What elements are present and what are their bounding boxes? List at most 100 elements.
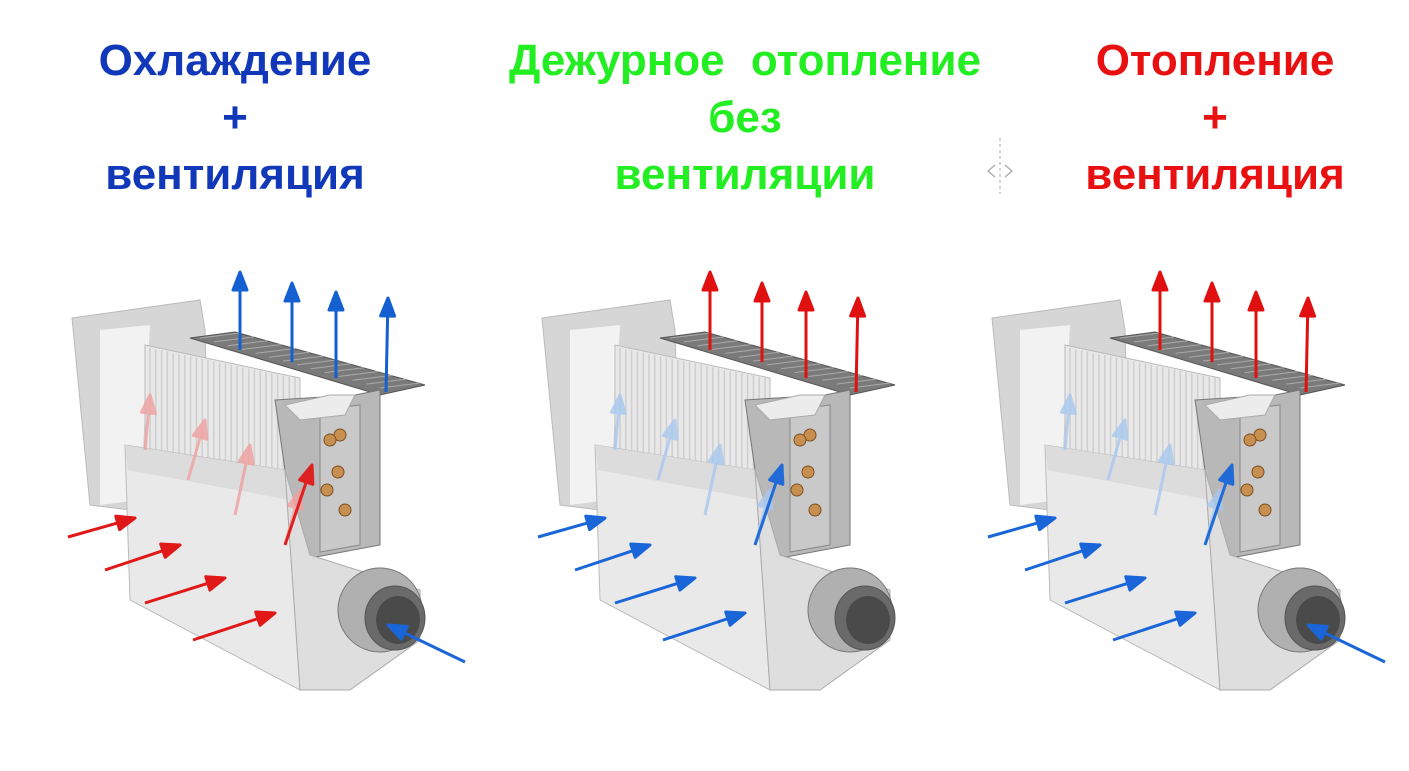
cover-cutaway [284,394,356,421]
title-line: Отопление [1095,36,1335,85]
cover-cutaway [1204,394,1276,421]
body-ledge [125,445,290,500]
title-line: без [708,93,782,142]
exchanger-airflow-arrow [1203,463,1235,546]
title-line: вентиляция [105,150,365,199]
grille-slat [324,367,365,374]
exchanger-end-plate [789,404,831,553]
grille-slat [1216,359,1257,366]
pipe-fitting [1258,503,1272,517]
convector-unit [537,270,896,691]
panel-title-standby-heating: Дежурное отопление без вентиляции [480,32,1010,203]
pipe-fitting [320,483,334,497]
grille-slat [780,363,821,370]
title-line: Дежурное отопление [508,36,982,85]
title-line: Охлаждение [98,36,372,85]
title-line: + [1202,93,1228,142]
convector-unit [987,270,1386,691]
grille-slat [1147,340,1188,347]
pipe-fitting [1240,483,1254,497]
body-ledge [1045,445,1210,500]
panel-title-cooling: Охлаждение + вентиляция [60,32,410,203]
grille-slat [711,344,752,351]
outflow-arrow [701,270,719,350]
inner-airflow-arrow [609,393,627,451]
outflow-arrow [379,296,397,393]
grille-slat [213,336,254,343]
panel-title-heating: Отопление + вентиляция [1050,32,1380,203]
inner-airflow-arrow [186,418,209,481]
grille-slat [808,370,849,377]
grille-slat [241,344,282,351]
title-line: вентиляции [614,150,876,199]
duct-inflow-arrow [1306,623,1386,664]
grille-slat [697,340,738,347]
exchanger-airflow-arrow [753,463,785,546]
outflow-arrow [1299,296,1317,393]
pipe-fitting [793,433,807,447]
outflow-arrow [1203,281,1221,362]
outflow-arrow [231,270,249,350]
grille-slat [1244,367,1285,374]
outflow-arrow [1151,270,1169,350]
grille-slat [725,347,766,354]
pipe-fitting [338,503,352,517]
grille-slat [1175,347,1216,354]
grille-slat [199,332,241,339]
inflow-arrow [192,610,277,642]
outflow-arrow [283,281,301,362]
cover-cutaway [754,394,826,421]
inflow-arrow [614,575,697,605]
pipe-fitting [808,503,822,517]
outflow-arrow [1247,290,1265,378]
grille-slat [739,351,780,358]
pipe-fitting [790,483,804,497]
grille-slat [269,351,310,358]
grille-slat [1258,370,1299,377]
split-resize-icon[interactable] [984,138,1016,194]
grille-slat [1119,332,1161,339]
inflow-arrow [67,514,137,539]
pipe-fitting [1243,433,1257,447]
inflow-arrow [1112,610,1197,642]
inflow-arrow [144,575,227,605]
grille-slat [296,359,337,366]
inner-airflow-arrow [656,418,679,481]
grille-slat [283,355,324,362]
grille-slat [310,363,351,370]
grille-slat [753,355,794,362]
grille-slat [227,340,268,347]
inflow-arrow [662,610,747,642]
outflow-arrow [327,290,345,378]
duct-inner [376,596,420,644]
inner-airflow-arrow [139,393,157,451]
pipe-fitting [1251,465,1265,479]
grille-slat [255,347,296,354]
grille-slat [766,359,807,366]
pipe-fitting [331,465,345,479]
inflow-arrow [1024,542,1102,572]
inner-airflow-arrow [703,443,725,516]
duct-inner [1296,596,1340,644]
inflow-arrow [574,542,652,572]
body-ledge [595,445,760,500]
convector-unit [67,270,466,691]
grille-slat [794,367,835,374]
pipe-fitting [323,433,337,447]
grille-slat [1161,344,1202,351]
duct-inflow-arrow [386,623,466,664]
grille-slat [683,336,724,343]
inner-airflow-arrow [1059,393,1077,451]
title-line: вентиляция [1085,150,1345,199]
inflow-arrow [104,542,182,572]
outflow-arrow [753,281,771,362]
inner-airflow-arrow [233,443,255,516]
inflow-arrow [1064,575,1147,605]
exchanger-end-plate [319,404,361,553]
grille-slat [1133,336,1174,343]
pipe-fitting [801,465,815,479]
grille-slat [338,370,379,377]
inflow-arrow [987,514,1057,539]
grille-slat [669,332,711,339]
